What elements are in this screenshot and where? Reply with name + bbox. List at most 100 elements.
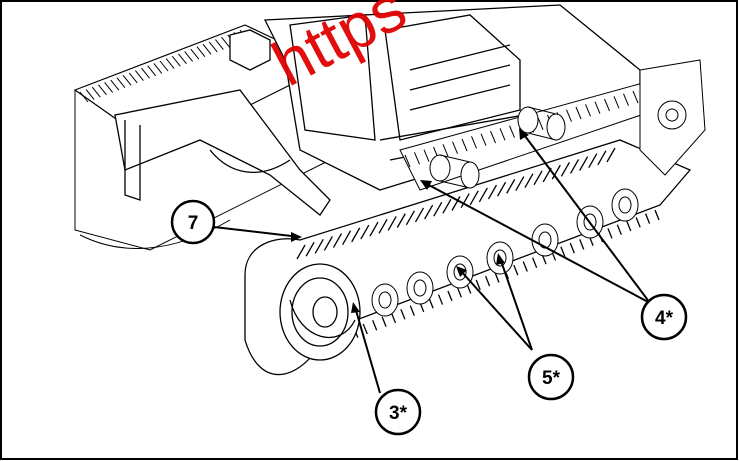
tread-tooth	[579, 156, 589, 171]
tread-tooth	[128, 72, 138, 84]
tread-tooth	[104, 82, 114, 93]
tread-tooth	[428, 297, 434, 309]
tread-tooth	[606, 147, 616, 163]
tread-tooth	[569, 242, 575, 254]
tread-tooth	[141, 67, 150, 79]
tread-tooth	[654, 209, 660, 221]
track-roller-hub	[618, 196, 632, 214]
tread-tooth	[171, 55, 181, 67]
tread-tooth	[305, 241, 315, 257]
tread-tooth	[372, 320, 378, 331]
excavator-illustration	[73, 4, 706, 376]
leader-4b	[521, 131, 651, 304]
tread-tooth	[588, 153, 598, 169]
tread-tooth	[522, 261, 528, 272]
tread-tooth	[362, 323, 368, 335]
track-roller	[406, 271, 434, 305]
tread-tooth	[110, 79, 120, 91]
tread-tooth	[515, 176, 525, 191]
tread-tooth	[569, 159, 580, 174]
boom-structure	[114, 29, 331, 216]
tread-tooth	[623, 93, 629, 106]
tread-tooth	[537, 117, 544, 130]
tread-tooth	[451, 196, 461, 211]
tread-tooth	[433, 201, 443, 217]
tread-tooth	[499, 128, 506, 141]
tread-tooth	[452, 141, 458, 154]
tread-tooth	[184, 51, 194, 62]
tread-tooth	[396, 213, 406, 228]
tread-tooth	[456, 286, 462, 298]
carrier-roller-2	[517, 106, 566, 141]
tread-tooth	[390, 312, 397, 324]
tread-tooth	[626, 220, 632, 232]
tread-tooth	[607, 228, 613, 239]
tread-tooth	[405, 210, 415, 226]
tread-tooth	[414, 152, 420, 165]
tread-tooth	[480, 133, 487, 146]
tread-tooth	[85, 89, 95, 100]
tread-tooth	[122, 74, 132, 86]
tread-tooth	[178, 53, 187, 65]
carrier-roller-1	[429, 154, 480, 189]
tread-tooth	[378, 219, 388, 234]
tread-tooth	[190, 48, 200, 60]
tread-tooth	[404, 154, 411, 168]
tread-tooth	[153, 63, 163, 74]
tread-tooth	[604, 98, 610, 112]
leader-3	[354, 306, 381, 394]
callout-7-label: 7	[188, 213, 199, 234]
tread-tooth	[98, 84, 107, 96]
tread-tooth	[487, 184, 498, 200]
tread-tooth	[560, 246, 566, 258]
callout-3: 3*	[374, 388, 422, 436]
tread-tooth	[644, 213, 651, 224]
tread-tooth	[91, 86, 101, 98]
callout-4-label: 4*	[655, 308, 674, 329]
tread-tooth	[447, 290, 453, 302]
callout-4: 4*	[640, 293, 688, 341]
leader-5b	[499, 257, 533, 351]
tread-tooth	[423, 149, 430, 162]
tread-tooth	[296, 244, 306, 260]
tread-tooth	[560, 161, 570, 177]
tread-tooth	[351, 227, 361, 243]
tread-tooth	[208, 41, 218, 53]
track-roller-hub	[413, 279, 427, 297]
drive-sprocket	[639, 59, 706, 176]
tread-tooth	[494, 272, 500, 283]
leader-5a	[459, 269, 533, 351]
callout-5: 5*	[527, 353, 575, 401]
tread-tooth	[460, 193, 470, 208]
tread-tooth	[513, 264, 519, 276]
tread-tooth	[221, 36, 230, 48]
tread-tooth	[369, 221, 379, 237]
tread-tooth	[509, 125, 515, 138]
tread-tooth	[79, 91, 89, 103]
track-roller	[611, 188, 639, 222]
tread-tooth	[597, 150, 607, 166]
tread-tooth	[594, 101, 601, 114]
tread-tooth	[323, 236, 333, 251]
lower-rollers	[371, 188, 639, 317]
tread-tooth	[632, 90, 639, 104]
callout-7: 7	[170, 199, 216, 245]
tread-tooth	[381, 316, 387, 327]
callout-3-label: 3*	[389, 403, 408, 424]
tread-tooth	[461, 138, 468, 152]
tread-tooth	[314, 238, 324, 254]
tread-tooth	[360, 224, 370, 240]
tread-tooth	[196, 46, 206, 58]
tread-tooth	[471, 136, 477, 149]
tread-tooth	[424, 204, 434, 220]
tread-tooth	[532, 257, 538, 269]
front-track	[244, 139, 692, 376]
tread-tooth	[484, 275, 491, 287]
tread-tooth	[342, 230, 352, 246]
leader-4a	[424, 182, 651, 304]
track-roller-hub	[493, 249, 507, 267]
tread-tooth	[437, 294, 444, 305]
tread-tooth	[579, 239, 585, 250]
tread-tooth	[202, 43, 212, 55]
